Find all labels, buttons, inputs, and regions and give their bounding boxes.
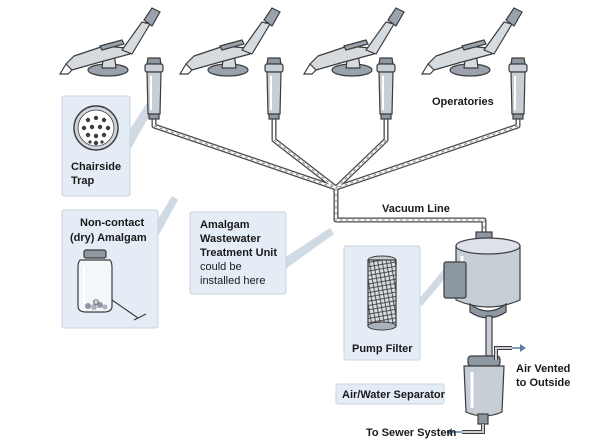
chairside-trap-label-2: Trap [71, 175, 95, 187]
amalgam-label-2: (dry) Amalgam [70, 232, 147, 244]
treatment-label-3: Treatment Unit [200, 247, 277, 259]
sewer-arrow-icon [446, 428, 462, 436]
amalgam-label-1: Non-contact [80, 217, 145, 229]
sewer-label: To Sewer System [366, 427, 456, 439]
operatories-label: Operatories [432, 96, 494, 108]
trap-canister-1 [144, 57, 164, 120]
pump-filter-label: Pump Filter [352, 343, 413, 355]
treatment-unit-callout [189, 211, 287, 295]
air-vent-arrow-icon [512, 344, 526, 352]
amalgam-jar-icon [77, 249, 147, 321]
vacuum-line-label: Vacuum Line [382, 203, 450, 215]
air-vented-label-2: to Outside [516, 377, 570, 389]
treatment-label-2: Wastewater [200, 233, 261, 245]
treatment-label-1: Amalgam [200, 219, 250, 231]
vacuum-piping [151, 118, 521, 238]
air-vented-label-1: Air Vented [516, 363, 570, 375]
pump-filter-icon [367, 255, 397, 331]
dental-chair-4 [421, 7, 523, 77]
air-water-separator [463, 346, 512, 425]
sewer-outlet [462, 424, 485, 434]
separator-label: Air/Water Separator [342, 389, 446, 401]
treatment-label-5: installed here [200, 275, 265, 287]
trap-canister-4 [508, 57, 528, 120]
separator-callout [335, 383, 445, 405]
trap-canister-2 [264, 57, 284, 120]
chairside-trap-label-1: Chairside [71, 161, 121, 173]
trap-screen-icon [73, 105, 119, 151]
treatment-label-4: could be [200, 261, 242, 273]
vacuum-pump [443, 231, 521, 357]
trap-canister-3 [376, 57, 396, 120]
